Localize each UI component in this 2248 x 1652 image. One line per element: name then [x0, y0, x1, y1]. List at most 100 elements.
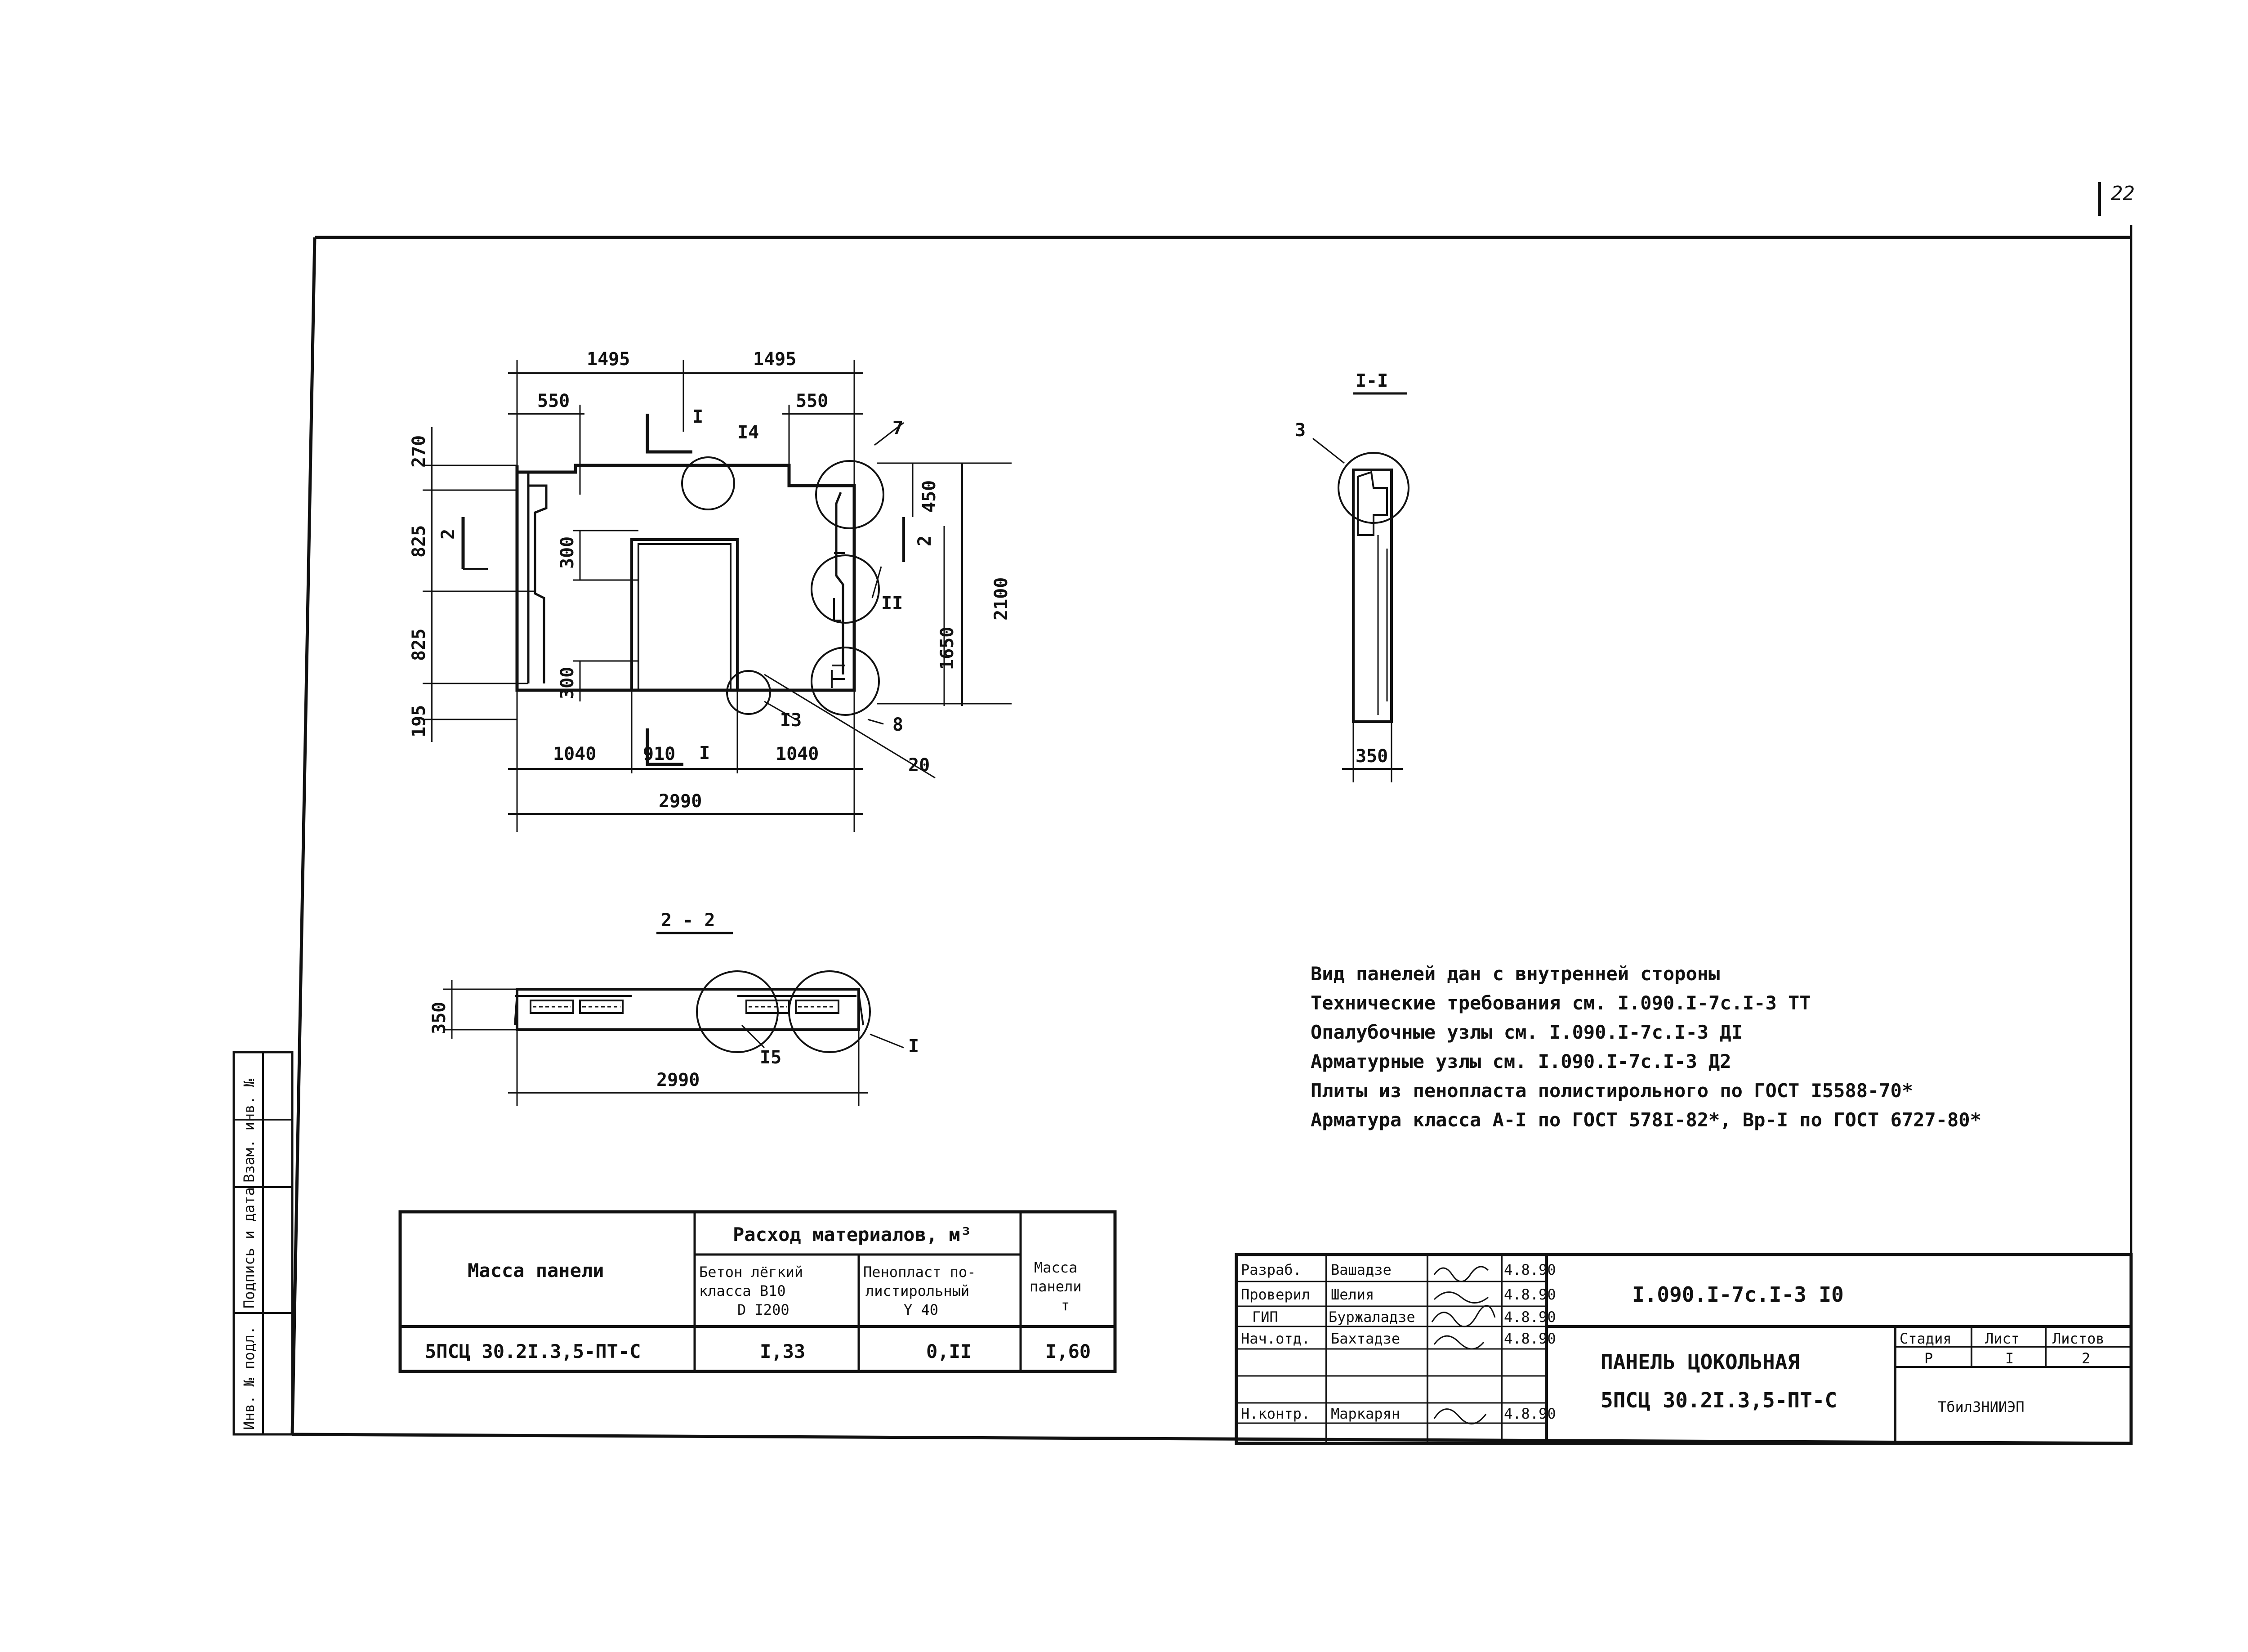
section-2-dim-total: 2990	[656, 1070, 700, 1090]
dim-300-b: 300	[557, 667, 578, 699]
col-consumption-header: Расход материалов, м³	[733, 1223, 972, 1246]
tb-stage-label: Стадия	[1900, 1330, 1952, 1347]
note-2: Технические требования см. I.090.I-7с.I-…	[1311, 992, 1811, 1014]
tb-sheet: I	[2005, 1350, 2014, 1367]
note-6: Арматура класса А-I по ГОСТ 578I-82*, Вр…	[1311, 1109, 1981, 1131]
dim-top-right: 1495	[753, 349, 796, 370]
callout-7: 7	[892, 418, 903, 438]
notes-block: Вид панелей дан с внутренней стороны Тех…	[1311, 963, 1981, 1131]
section-1-title: I-I	[1356, 371, 1388, 391]
tb-role-3: Нач.отд.	[1241, 1330, 1310, 1347]
dim-2100: 2100	[991, 577, 1012, 621]
dim-450: 450	[919, 480, 940, 513]
tb-sheet-label: Лист	[1985, 1330, 2020, 1347]
section-mark-2-right: 2	[914, 536, 935, 546]
tb-sheets-label: Листов	[2052, 1330, 2105, 1347]
tb-stage: Р	[1924, 1350, 1933, 1367]
dim-1040-left: 1040	[553, 744, 596, 764]
note-3: Опалубочные узлы см. I.090.I-7с.I-3 ДI	[1311, 1021, 1743, 1043]
title-block: Разраб. Вашадзе 4.8.90 Проверил Шелия 4.…	[1235, 1253, 2133, 1445]
section-1-dim: 350	[1356, 746, 1388, 767]
signature-1	[1433, 1291, 1489, 1304]
tb-role-2: ГИП	[1252, 1308, 1278, 1326]
tb-date-2: 4.8.90	[1504, 1308, 1556, 1326]
dim-1040-right: 1040	[776, 744, 819, 764]
dim-910: 910	[643, 744, 675, 764]
col-weight-l1: Масса	[1034, 1259, 1077, 1276]
tb-title-l2: 5ПСЦ 30.2I.3,5-ПТ-С	[1601, 1388, 1837, 1412]
tb-role-1: Проверил	[1241, 1286, 1310, 1303]
callout-20: 20	[908, 755, 930, 776]
section-2-dim-height: 350	[429, 1002, 450, 1034]
stamp-signature-date: Подпись и дата	[241, 1187, 258, 1308]
dim-825-a: 825	[409, 525, 429, 558]
section-mark-bottom: I	[699, 743, 710, 763]
tb-date-6: 4.8.90	[1504, 1405, 1556, 1422]
section-2-2: 2 - 2 I5 I 350 2990	[429, 910, 919, 1106]
col-weight-l3: т	[1061, 1297, 1070, 1314]
tb-role-0: Разраб.	[1241, 1261, 1302, 1278]
dim-1650: 1650	[937, 627, 958, 670]
materials-table: Масса панели Расход материалов, м³ Бетон…	[398, 1210, 1117, 1373]
side-stamp: Инв. № подл. Подпись и дата Взам. инв. №	[232, 1051, 294, 1436]
tb-role-6: Н.контр.	[1241, 1405, 1310, 1422]
tb-name-3: Бахтадзе	[1331, 1330, 1400, 1347]
tb-date-0: 4.8.90	[1504, 1261, 1556, 1278]
callout-11: II	[881, 593, 903, 614]
dim-270: 270	[409, 435, 429, 468]
row-concrete: I,33	[760, 1340, 805, 1362]
tb-name-1: Шелия	[1331, 1286, 1374, 1303]
tb-name-2: Буржаладзе	[1329, 1308, 1415, 1326]
col-concrete-l2: класса В10	[699, 1282, 786, 1299]
dim-2990: 2990	[659, 791, 702, 812]
panel-plan-view	[515, 456, 884, 716]
callout-8: 8	[892, 714, 903, 735]
dim-top-left: 1495	[587, 349, 630, 370]
section-2-title: 2 - 2	[661, 910, 715, 931]
dim-300-a: 300	[557, 536, 578, 569]
plan-dimension-labels: 1495 1495 550 550 270 825 825 195 300 30…	[409, 349, 1012, 812]
note-4: Арматурные узлы см. I.090.I-7с.I-3 Д2	[1311, 1050, 1731, 1072]
tb-name-6: Маркарян	[1331, 1405, 1400, 1422]
col-concrete-l1: Бетон лёгкий	[699, 1264, 803, 1281]
row-name: 5ПСЦ 30.2I.3,5-ПТ-С	[425, 1340, 641, 1362]
tb-title-l1: ПАНЕЛЬ ЦОКОЛЬНАЯ	[1601, 1350, 1800, 1374]
section-2-callout-1: I	[908, 1036, 919, 1057]
section-2-callout-15: I5	[760, 1047, 781, 1068]
signature-0	[1433, 1266, 1489, 1282]
signature-2	[1431, 1305, 1496, 1327]
tb-org: ТбилЗНИИЭП	[1938, 1398, 2025, 1415]
tb-date-3: 4.8.90	[1504, 1330, 1556, 1347]
section-1-callout-3: 3	[1295, 420, 1306, 441]
section-1-1: I-I 3 350	[1295, 371, 1409, 782]
col-mass-header: Масса панели	[468, 1259, 604, 1281]
callout-14: I4	[737, 422, 759, 443]
note-1: Вид панелей дан с внутренней стороны	[1311, 963, 1720, 985]
callout-13: I3	[780, 710, 802, 731]
page-number: 22	[2111, 182, 2135, 205]
tb-sheets: 2	[2082, 1350, 2090, 1367]
col-foam-l2: листирольный	[865, 1282, 969, 1299]
tb-doc-code: I.090.I-7с.I-3 I0	[1632, 1282, 1844, 1307]
stamp-inv-no: Инв. № подл.	[241, 1326, 258, 1430]
row-weight: I,60	[1045, 1340, 1091, 1362]
col-foam-l3: Y 40	[904, 1301, 938, 1318]
note-5: Плиты из пенопласта полистирольного по Г…	[1311, 1080, 1913, 1102]
dim-550-left: 550	[537, 391, 570, 411]
section-mark-top: I	[692, 406, 703, 427]
col-concrete-l3: D I200	[737, 1301, 789, 1318]
signature-3	[1433, 1335, 1485, 1350]
section-mark-2-left: 2	[438, 529, 459, 540]
col-foam-l1: Пенопласт по-	[863, 1264, 976, 1281]
row-foam: 0,II	[926, 1340, 972, 1362]
dim-195: 195	[409, 705, 429, 737]
signature-6	[1433, 1408, 1487, 1424]
col-weight-l2: панели	[1030, 1278, 1082, 1295]
tb-date-1: 4.8.90	[1504, 1286, 1556, 1303]
tb-name-0: Вашадзе	[1331, 1261, 1392, 1278]
dim-550-right: 550	[796, 391, 828, 411]
plan-dimensions	[423, 360, 1012, 832]
stamp-replace-inv: Взам. инв. №	[241, 1078, 258, 1183]
